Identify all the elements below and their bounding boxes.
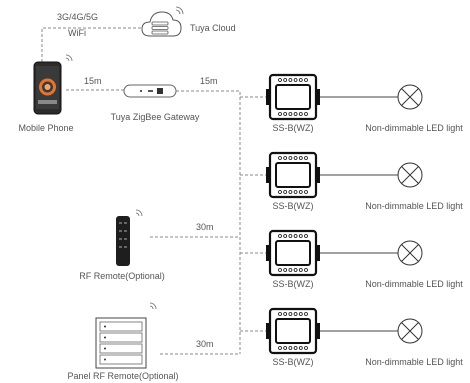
panel-remote-label: Panel RF Remote(Optional) [67, 371, 179, 381]
phone-label: Mobile Phone [18, 123, 74, 133]
panel-remote-icon [95, 302, 157, 369]
mobile-phone-icon [33, 54, 73, 115]
cloud-icon [141, 6, 184, 37]
controller-model-label: SS-B(WZ) [272, 201, 314, 211]
cloud-label: Tuya Cloud [190, 23, 236, 33]
phone-gateway-distance: 15m [84, 76, 102, 86]
gateway-controller-link [176, 90, 268, 98]
controllers-layer [266, 73, 423, 355]
gateway-controller-distance: 15m [200, 76, 218, 86]
controller-model-label: SS-B(WZ) [272, 357, 314, 367]
gateway-icon [123, 84, 177, 98]
panel-remote-distance: 30m [196, 339, 214, 349]
cell-link-label: 3G/4G/5G [57, 12, 99, 22]
light-load-label: Non-dimmable LED light [365, 201, 463, 211]
led-light-icon [397, 240, 423, 266]
wifi-link-label: WiFi [68, 28, 86, 38]
controller-model-label: SS-B(WZ) [272, 279, 314, 289]
controller-icon [266, 151, 320, 199]
controller-icon [266, 229, 320, 277]
light-load-label: Non-dimmable LED light [365, 357, 463, 367]
rf-remote-icon [116, 209, 143, 266]
controller-icon [266, 73, 320, 121]
controller-model-label: SS-B(WZ) [272, 123, 314, 133]
gateway-label: Tuya ZigBee Gateway [110, 112, 200, 122]
phone-cloud-link [41, 27, 142, 62]
led-light-icon [397, 318, 423, 344]
led-light-icon [397, 84, 423, 110]
led-light-icon [397, 162, 423, 188]
rf-remote-label: RF Remote(Optional) [79, 271, 165, 281]
rf-remote-distance: 30m [196, 222, 214, 232]
light-load-label: Non-dimmable LED light [365, 123, 463, 133]
controller-icon [266, 307, 320, 355]
light-load-label: Non-dimmable LED light [365, 279, 463, 289]
